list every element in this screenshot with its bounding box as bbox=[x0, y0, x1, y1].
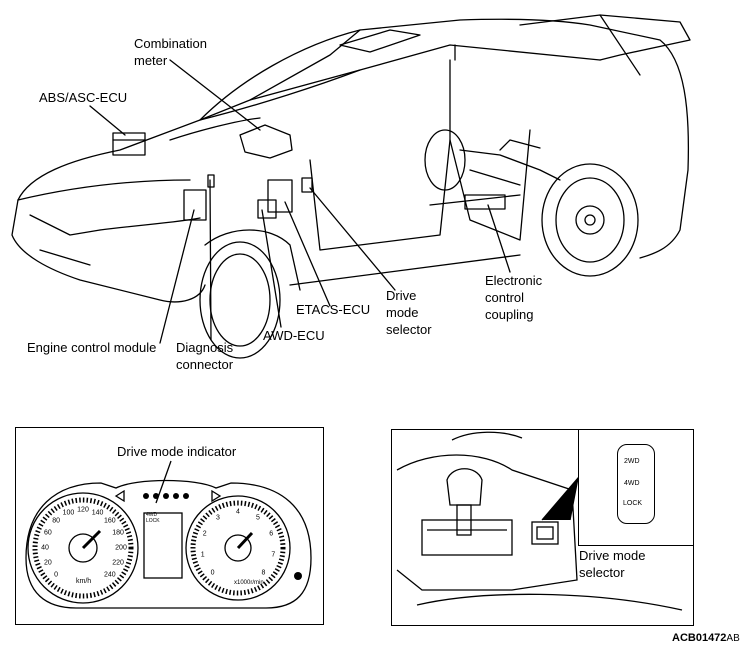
figure-code-suffix: AB bbox=[726, 633, 740, 644]
rpm-tick-5: 5 bbox=[256, 514, 260, 522]
rpm-tick-6: 6 bbox=[269, 530, 274, 538]
rpm-tick-4: 4 bbox=[236, 508, 240, 516]
speed-tick-100: 100 bbox=[62, 509, 75, 517]
speed-tick-20: 20 bbox=[43, 559, 52, 567]
label-abs-asc-ecu: ABS/ASC-ECU bbox=[39, 90, 128, 105]
label-drive-mode-selector: Drive mode selector bbox=[386, 288, 432, 337]
rpm-tick-7: 7 bbox=[271, 551, 276, 559]
label-engine-control-module: Engine control module bbox=[27, 340, 157, 355]
speed-tick-160: 160 bbox=[104, 517, 116, 525]
speed-tick-220: 220 bbox=[112, 559, 124, 567]
speed-tick-80: 80 bbox=[52, 517, 61, 525]
rpm-tick-8: 8 bbox=[261, 569, 266, 577]
speed-tick-200: 200 bbox=[115, 544, 127, 552]
selector-switch-body bbox=[617, 444, 655, 524]
switch-label-4wd: 4WD bbox=[624, 480, 640, 487]
label-diagnosis-connector: Diagnosis connector bbox=[176, 340, 234, 372]
speed-tick-0: 0 bbox=[54, 571, 59, 579]
speed-tick-180: 180 bbox=[112, 529, 124, 537]
label-electronic-control-coupling: Electronic control coupling bbox=[485, 273, 543, 322]
speed-tick-120: 120 bbox=[77, 506, 89, 514]
figure-code-main: ACB01472 bbox=[672, 632, 727, 644]
speed-tick-60: 60 bbox=[43, 529, 52, 537]
rpm-tick-3: 3 bbox=[216, 514, 220, 522]
combination-meter-panel: Drive mode indicator km/h x1000r/min 4WD… bbox=[15, 427, 324, 625]
console-drawing bbox=[396, 431, 683, 611]
label-drive-mode-selector-inset: Drive mode selector bbox=[579, 548, 646, 580]
meter-drawing bbox=[25, 460, 312, 609]
car-illustration bbox=[11, 14, 691, 359]
label-awd-ecu: AWD-ECU bbox=[263, 328, 325, 343]
speed-tick-140: 140 bbox=[91, 509, 104, 517]
speed-tick-40: 40 bbox=[41, 544, 49, 552]
speed-tick-240: 240 bbox=[104, 571, 116, 579]
speed-unit: km/h bbox=[76, 578, 92, 585]
rpm-tick-0: 0 bbox=[210, 569, 215, 577]
switch-label-2wd: 2WD bbox=[624, 458, 640, 465]
lcd-indicator-text: 4WD LOCK bbox=[146, 512, 160, 524]
label-etacs-ecu: ETACS-ECU bbox=[296, 302, 371, 317]
switch-label-lock: LOCK bbox=[623, 500, 643, 507]
rpm-tick-1: 1 bbox=[200, 551, 205, 559]
rpm-tick-2: 2 bbox=[202, 530, 207, 538]
figure-code: ACB01472AB bbox=[672, 632, 740, 644]
selector-inset: 2WD 4WD LOCK bbox=[578, 430, 693, 546]
rpm-unit: x1000r/min bbox=[234, 580, 264, 586]
drive-mode-selector-panel: 2WD 4WD LOCK Drive mode selector bbox=[391, 429, 694, 626]
label-combination-meter: Combination meter bbox=[134, 36, 207, 68]
label-drive-mode-indicator: Drive mode indicator bbox=[117, 444, 237, 459]
